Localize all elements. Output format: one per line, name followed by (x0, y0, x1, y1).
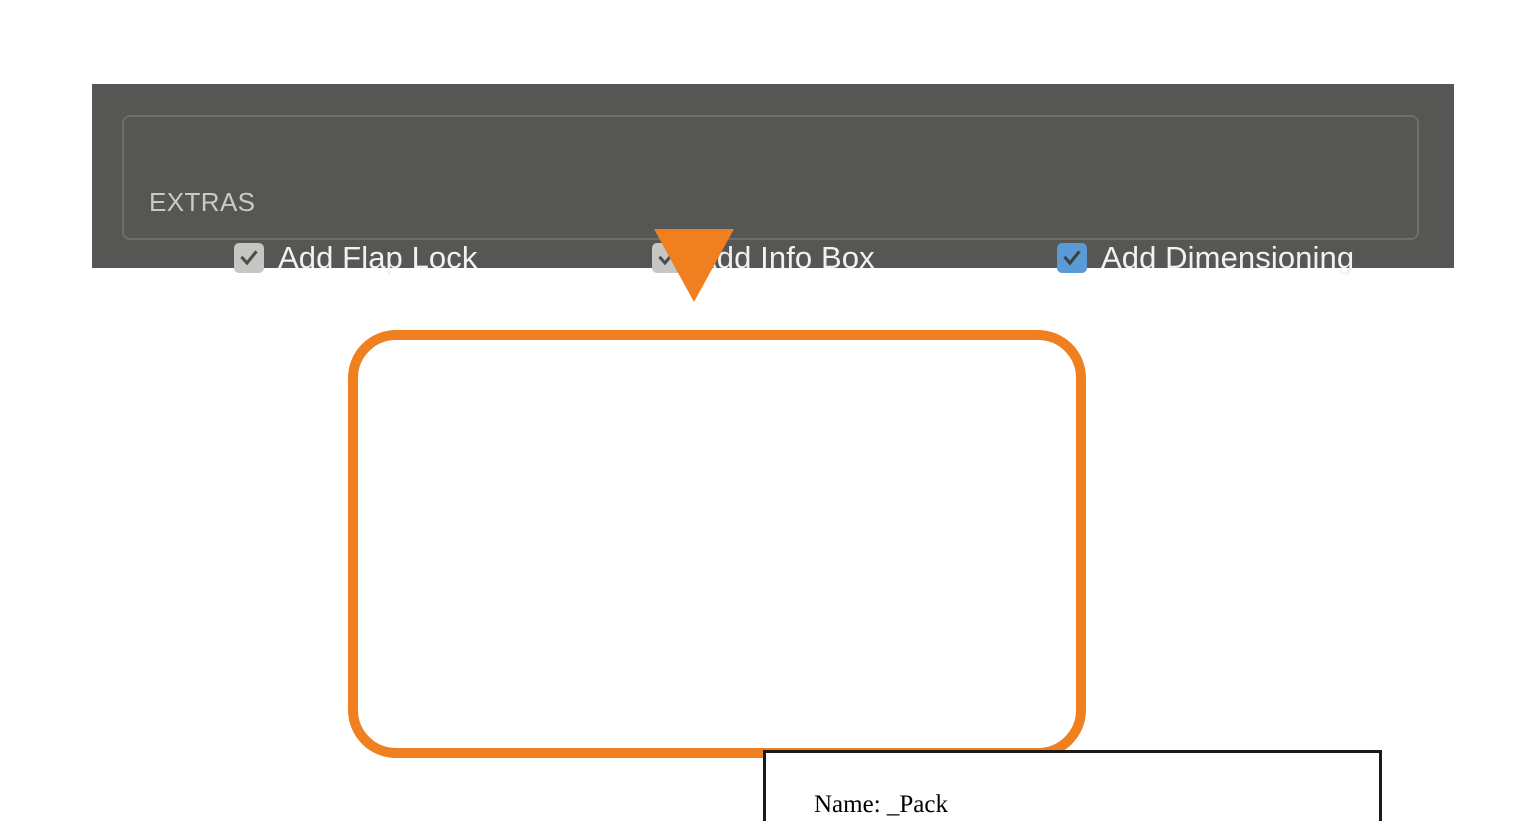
checkbox-label: Add Dimensioning (1101, 240, 1355, 275)
extras-option-row: Add Flap Lock Add Info Box Add Dim (92, 84, 1454, 275)
info-field-name: Name: _Pack (814, 791, 948, 818)
checkbox-add-flap-lock[interactable]: Add Flap Lock (234, 241, 477, 275)
checkbox-label: Add Flap Lock (278, 240, 478, 275)
checkbox-box[interactable] (1057, 243, 1087, 273)
info-box-preview: Name: _Pack Size: 100 x 95 x 120 mm Date… (763, 750, 1382, 821)
callout-highlight-frame: Name: _Pack Size: 100 x 95 x 120 mm Date… (348, 330, 1382, 821)
checkbox-add-dimensioning[interactable]: Add Dimensioning (1057, 241, 1354, 275)
extras-groupbox-frame (122, 115, 1419, 240)
extras-panel: EXTRAS Add Flap Lock Add Info Box (92, 84, 1454, 275)
triangle-down-icon (654, 229, 734, 302)
checkbox-box[interactable] (234, 243, 264, 273)
extras-groupbox-title: EXTRAS (140, 187, 265, 217)
checkmark-icon (240, 250, 258, 266)
info-box-content: Name: _Pack Size: 100 x 95 x 120 mm Date… (814, 785, 1195, 821)
checkmark-icon (1063, 250, 1081, 266)
